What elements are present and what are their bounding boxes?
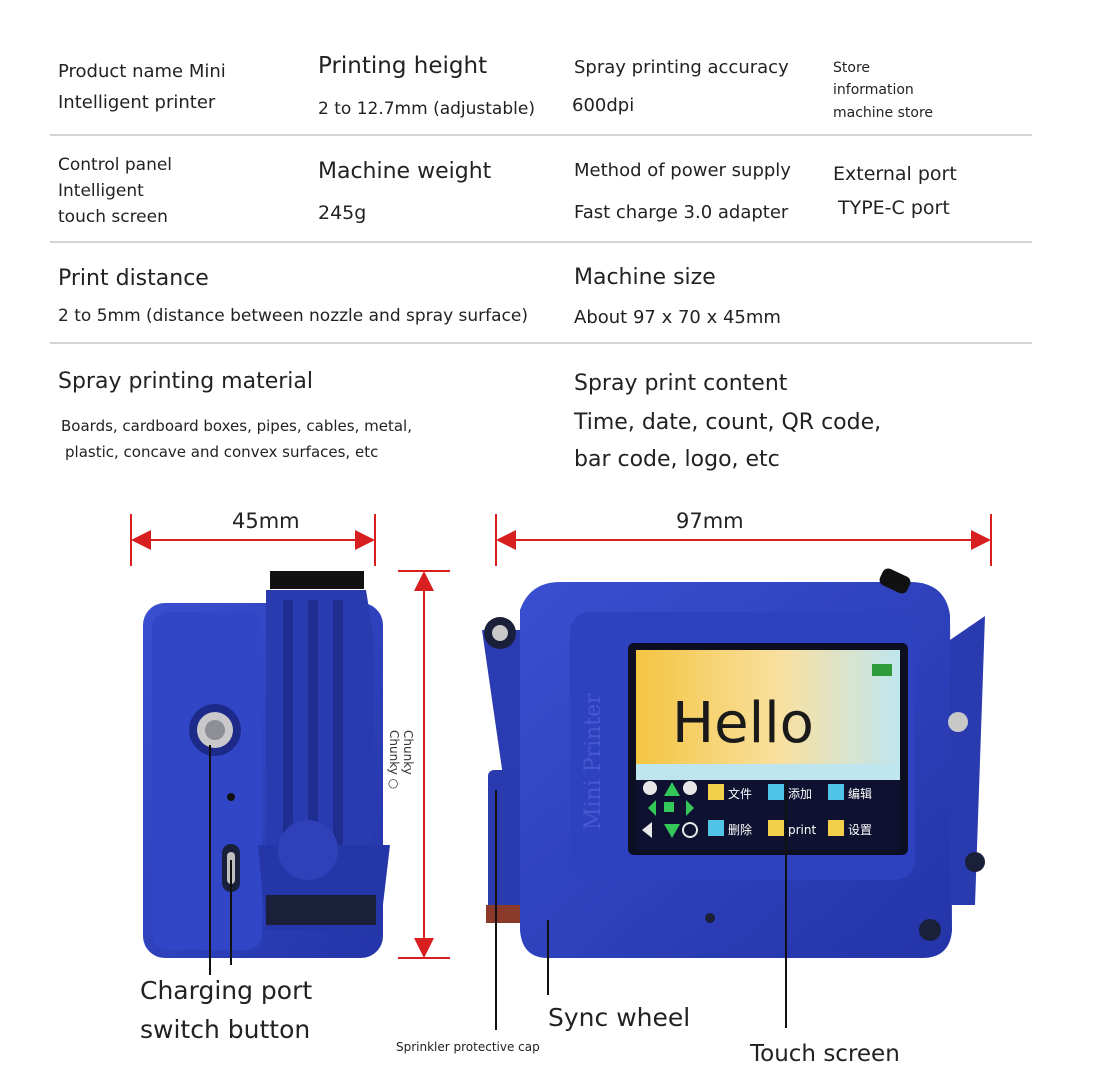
screen-btn-file: 文件 — [728, 786, 752, 801]
width-label: 45mm — [232, 509, 300, 533]
screen-btn-print: print — [788, 823, 816, 837]
length-label: 97mm — [676, 509, 744, 533]
width-dimension — [130, 514, 376, 566]
content-title: Spray print content — [574, 371, 788, 396]
weight-value: 245g — [318, 202, 367, 224]
brand-text: Mini Printer — [581, 693, 606, 830]
screen-btn-add: 添加 — [788, 787, 812, 801]
screen-btn-delete: 删除 — [728, 822, 752, 837]
callout-touch-screen: Touch screen — [749, 1041, 900, 1067]
screen-btn-settings: 设置 — [848, 823, 872, 837]
callout-charging-line1: Charging port — [140, 976, 312, 1005]
port-value: TYPE-C port — [838, 197, 950, 219]
height-label-line1: Chunky — [401, 730, 415, 775]
size-value: About 97 x 70 x 45mm — [574, 307, 781, 328]
accuracy-value: 600dpi — [572, 95, 635, 116]
product-name-line2: Intelligent printer — [58, 92, 216, 113]
screen-hello-text: Hello — [672, 691, 814, 756]
printing-height-value: 2 to 12.7mm (adjustable) — [318, 99, 535, 119]
port-title: External port — [833, 163, 957, 185]
material-line1: Boards, cardboard boxes, pipes, cables, … — [61, 417, 412, 435]
length-dimension — [495, 514, 992, 566]
row-divider — [50, 134, 1032, 136]
control-panel-line2: Intelligent — [58, 181, 144, 201]
content-line2: bar code, logo, etc — [574, 447, 780, 472]
power-value: Fast charge 3.0 adapter — [574, 202, 789, 223]
callout-lines — [209, 745, 787, 1030]
callout-sync-wheel: Sync wheel — [548, 1003, 690, 1032]
material-line2: plastic, concave and convex surfaces, et… — [65, 443, 379, 461]
row-divider — [50, 241, 1032, 243]
callout-charging-line2: switch button — [140, 1015, 310, 1044]
printing-height-title: Printing height — [318, 53, 488, 79]
row-divider — [50, 342, 1032, 344]
material-title: Spray printing material — [58, 369, 313, 394]
height-label-line2: Chunky ○ — [387, 730, 401, 789]
height-dimension — [398, 570, 450, 959]
product-name-line1: Product name Mini — [58, 61, 226, 82]
content-line1: Time, date, count, QR code, — [574, 410, 882, 435]
store-line3: machine store — [833, 105, 934, 121]
screen-controls — [642, 781, 844, 838]
control-panel-line1: Control panel — [58, 155, 173, 175]
printer-front-view — [482, 568, 985, 958]
accuracy-title: Spray printing accuracy — [574, 57, 789, 78]
callout-sprinkler-cap: Sprinkler protective cap — [396, 1040, 540, 1054]
distance-value: 2 to 5mm (distance between nozzle and sp… — [58, 306, 528, 326]
weight-title: Machine weight — [318, 159, 492, 184]
store-line2: information — [833, 82, 914, 98]
screen-btn-edit: 编辑 — [848, 786, 872, 801]
size-title: Machine size — [574, 265, 716, 290]
distance-title: Print distance — [58, 266, 209, 291]
printer-side-view — [143, 571, 390, 958]
power-title: Method of power supply — [574, 160, 791, 181]
store-line1: Store — [833, 60, 871, 76]
control-panel-line3: touch screen — [58, 207, 168, 227]
